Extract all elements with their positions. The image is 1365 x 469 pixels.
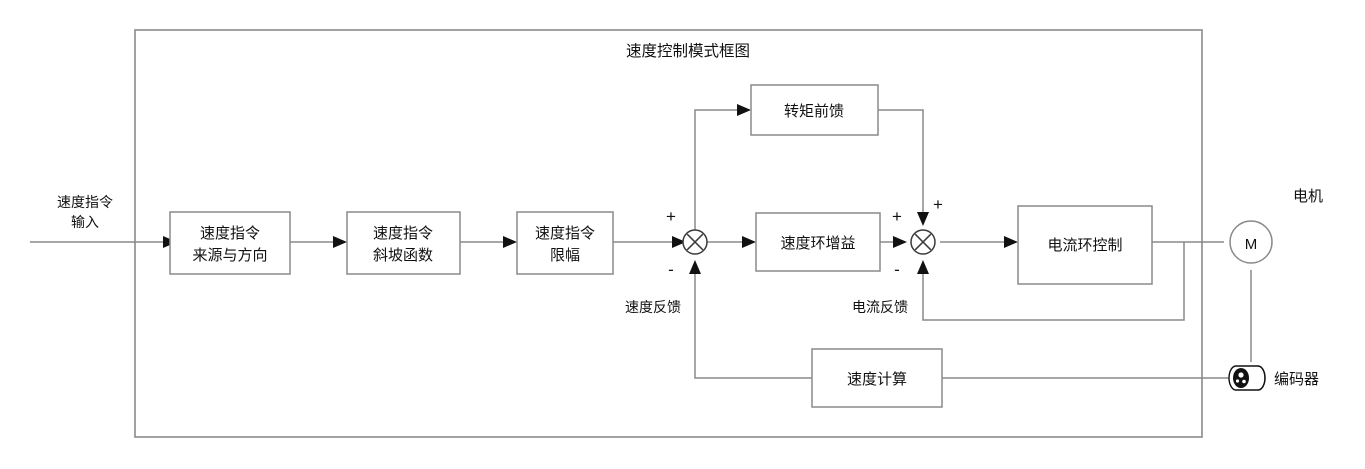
block-cmd-source-line2: 来源与方向 [192,247,267,264]
sign-sum2-minus: - [894,260,900,279]
arrowhead-speed-gain [742,236,756,248]
motor-label: 电机 [1293,188,1323,205]
arrowhead-sum1-bottom [689,260,701,274]
block-current-ctrl[interactable] [1017,205,1153,285]
block-cmd-ramp-line1: 速度指令 [373,225,433,242]
wire-torque-ff-to-sum2 [878,109,924,212]
block-speed-calc-label: 速度计算 [847,370,907,388]
label-speed-feedback: 速度反馈 [625,299,681,315]
input-label-line2: 输入 [71,214,99,230]
block-cmd-ramp-line2: 斜坡函数 [373,247,433,264]
summing-junction-current-cross [914,233,932,251]
block-cmd-limit-line1: 速度指令 [535,225,595,242]
block-cmd-limit-line2: 限幅 [550,247,580,264]
label-current-feedback: 电流反馈 [852,299,908,315]
wire-speed-feedback [694,274,812,379]
arrowhead-current-ctrl [1004,236,1018,248]
sign-sum1-plus: + [666,207,676,226]
sign-sum1-minus: - [668,260,674,279]
encoder-label: 编码器 [1274,371,1319,388]
block-speed-gain[interactable] [755,212,881,272]
block-cmd-ramp[interactable] [346,211,461,275]
block-cmd-source-line1: 速度指令 [200,225,260,242]
summing-junction-speed-cross [686,233,704,251]
input-label-line1: 速度指令 [57,194,113,210]
arrowhead-sum2-top [917,212,929,226]
arrowhead-cmd-limit [503,236,517,248]
arrowhead-cmd-ramp [333,236,347,248]
sign-sum2-plus-left: + [892,207,902,226]
outer-frame [134,29,1203,438]
wire-tap-to-torque-ff [694,109,737,242]
block-speed-calc[interactable] [811,348,943,408]
arrowhead-sum2-left [893,236,907,248]
motor-letter: M [1245,236,1258,253]
page-title: 速度控制模式框图 [626,42,750,60]
block-torque-ff[interactable] [750,84,879,136]
arrowhead-sum2-bottom [917,260,929,274]
block-current-ctrl-label: 电流环控制 [1047,237,1122,254]
sign-sum2-plus-top: + [933,195,943,214]
arrowhead-sum1-left [672,236,686,248]
motor-symbol[interactable] [1229,220,1273,264]
wire-current-feedback [922,242,1185,321]
block-torque-ff-label: 转矩前馈 [784,103,844,120]
block-cmd-limit[interactable] [516,211,614,275]
encoder-icon [1228,365,1266,391]
block-speed-gain-label: 速度环增益 [780,235,855,252]
arrowhead-torque-ff [737,104,751,116]
block-cmd-source[interactable] [169,211,291,275]
